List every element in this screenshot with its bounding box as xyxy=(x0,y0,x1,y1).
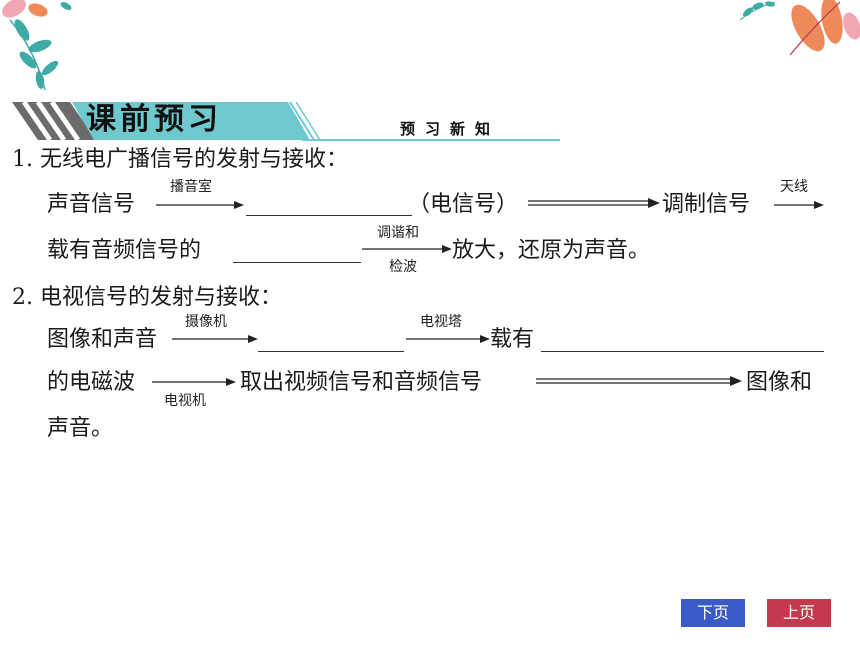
q2-text-sound-end: 声音。 xyxy=(47,416,114,441)
q2-text-em-wave: 的电磁波 xyxy=(47,370,136,395)
q1-text-audio-carrier: 载有音频信号的 xyxy=(47,238,202,263)
q2-text-image-sound: 图像和声音 xyxy=(47,327,158,352)
q1-text-amplify: 放大，还原为声音。 xyxy=(452,238,651,263)
q1-arrow2-icon xyxy=(528,198,660,208)
q1-text-electric-signal: （电信号） xyxy=(408,192,519,217)
q1-blank2[interactable] xyxy=(233,262,361,263)
q2-arrow2-icon xyxy=(406,335,490,343)
q2-arrow1-label: 摄像机 xyxy=(185,314,227,330)
prev-page-button[interactable]: 上页 xyxy=(767,599,831,627)
q1-arrow4-icon xyxy=(362,245,452,253)
q1-arrow1-label: 播音室 xyxy=(170,179,212,195)
q1-text-sound-signal: 声音信号 xyxy=(47,192,136,217)
next-page-button[interactable]: 下页 xyxy=(681,599,745,627)
q1-blank1[interactable] xyxy=(246,215,412,216)
q2-arrow3-label: 电视机 xyxy=(164,393,206,409)
q2-arrow4-icon xyxy=(536,376,742,386)
q2-arrow3-icon xyxy=(152,378,236,386)
section-banner xyxy=(12,100,560,142)
q2-text-extract: 取出视频信号和音频信号 xyxy=(240,370,483,395)
section-title: 课前预习 xyxy=(86,102,222,137)
q1-arrow4-label-bottom: 检波 xyxy=(389,259,417,275)
q2-blank2[interactable] xyxy=(541,351,824,352)
q2-arrow1-icon xyxy=(172,335,258,343)
q2-blank1[interactable] xyxy=(258,351,404,352)
section-subtitle: 预习新知 xyxy=(400,120,501,138)
leaf-decoration-top-right xyxy=(739,0,860,56)
q1-arrow4-label-top: 调谐和 xyxy=(377,225,419,241)
q1-arrow3-label: 天线 xyxy=(780,179,808,195)
q1-text-modulated-signal: 调制信号 xyxy=(662,192,751,217)
q2-text-image-and: 图像和 xyxy=(746,370,813,395)
q1-arrow1-icon xyxy=(156,201,244,209)
q1-arrow3-icon xyxy=(774,201,824,209)
q2-text-carry: 载有 xyxy=(490,327,535,352)
q2-arrow2-label: 电视塔 xyxy=(420,314,462,330)
q2-heading: 2. 电视信号的发射与接收： xyxy=(12,285,282,310)
q1-heading: 1. 无线电广播信号的发射与接收： xyxy=(12,147,348,172)
leaf-decoration-top-left xyxy=(2,0,72,91)
